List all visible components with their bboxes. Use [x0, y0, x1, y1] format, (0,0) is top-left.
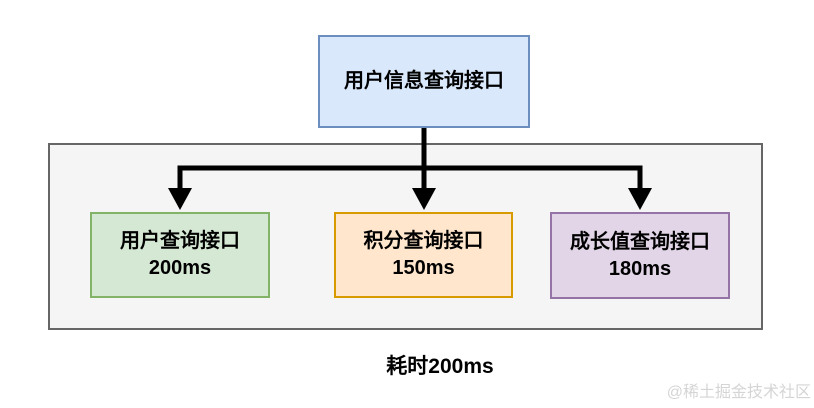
node-label: 积分查询接口 [363, 230, 484, 252]
node-latency: 150ms [392, 257, 455, 279]
node-growth-value-query-api: 成长值查询接口 180ms [550, 212, 730, 299]
watermark-text: @稀土掘金技术社区 [666, 384, 811, 401]
node-user-info-query-api: 用户信息查询接口 [318, 35, 530, 128]
total-latency-caption: 耗时200ms [386, 355, 494, 378]
node-latency: 200ms [148, 257, 212, 279]
node-label: 用户信息查询接口 [344, 70, 504, 92]
node-points-query-api: 积分查询接口 150ms [334, 212, 513, 298]
node-user-query-api: 用户查询接口 200ms [90, 212, 270, 298]
node-label: 用户查询接口 [120, 230, 240, 252]
node-latency: 180ms [608, 257, 672, 280]
node-label: 成长值查询接口 [570, 230, 710, 253]
